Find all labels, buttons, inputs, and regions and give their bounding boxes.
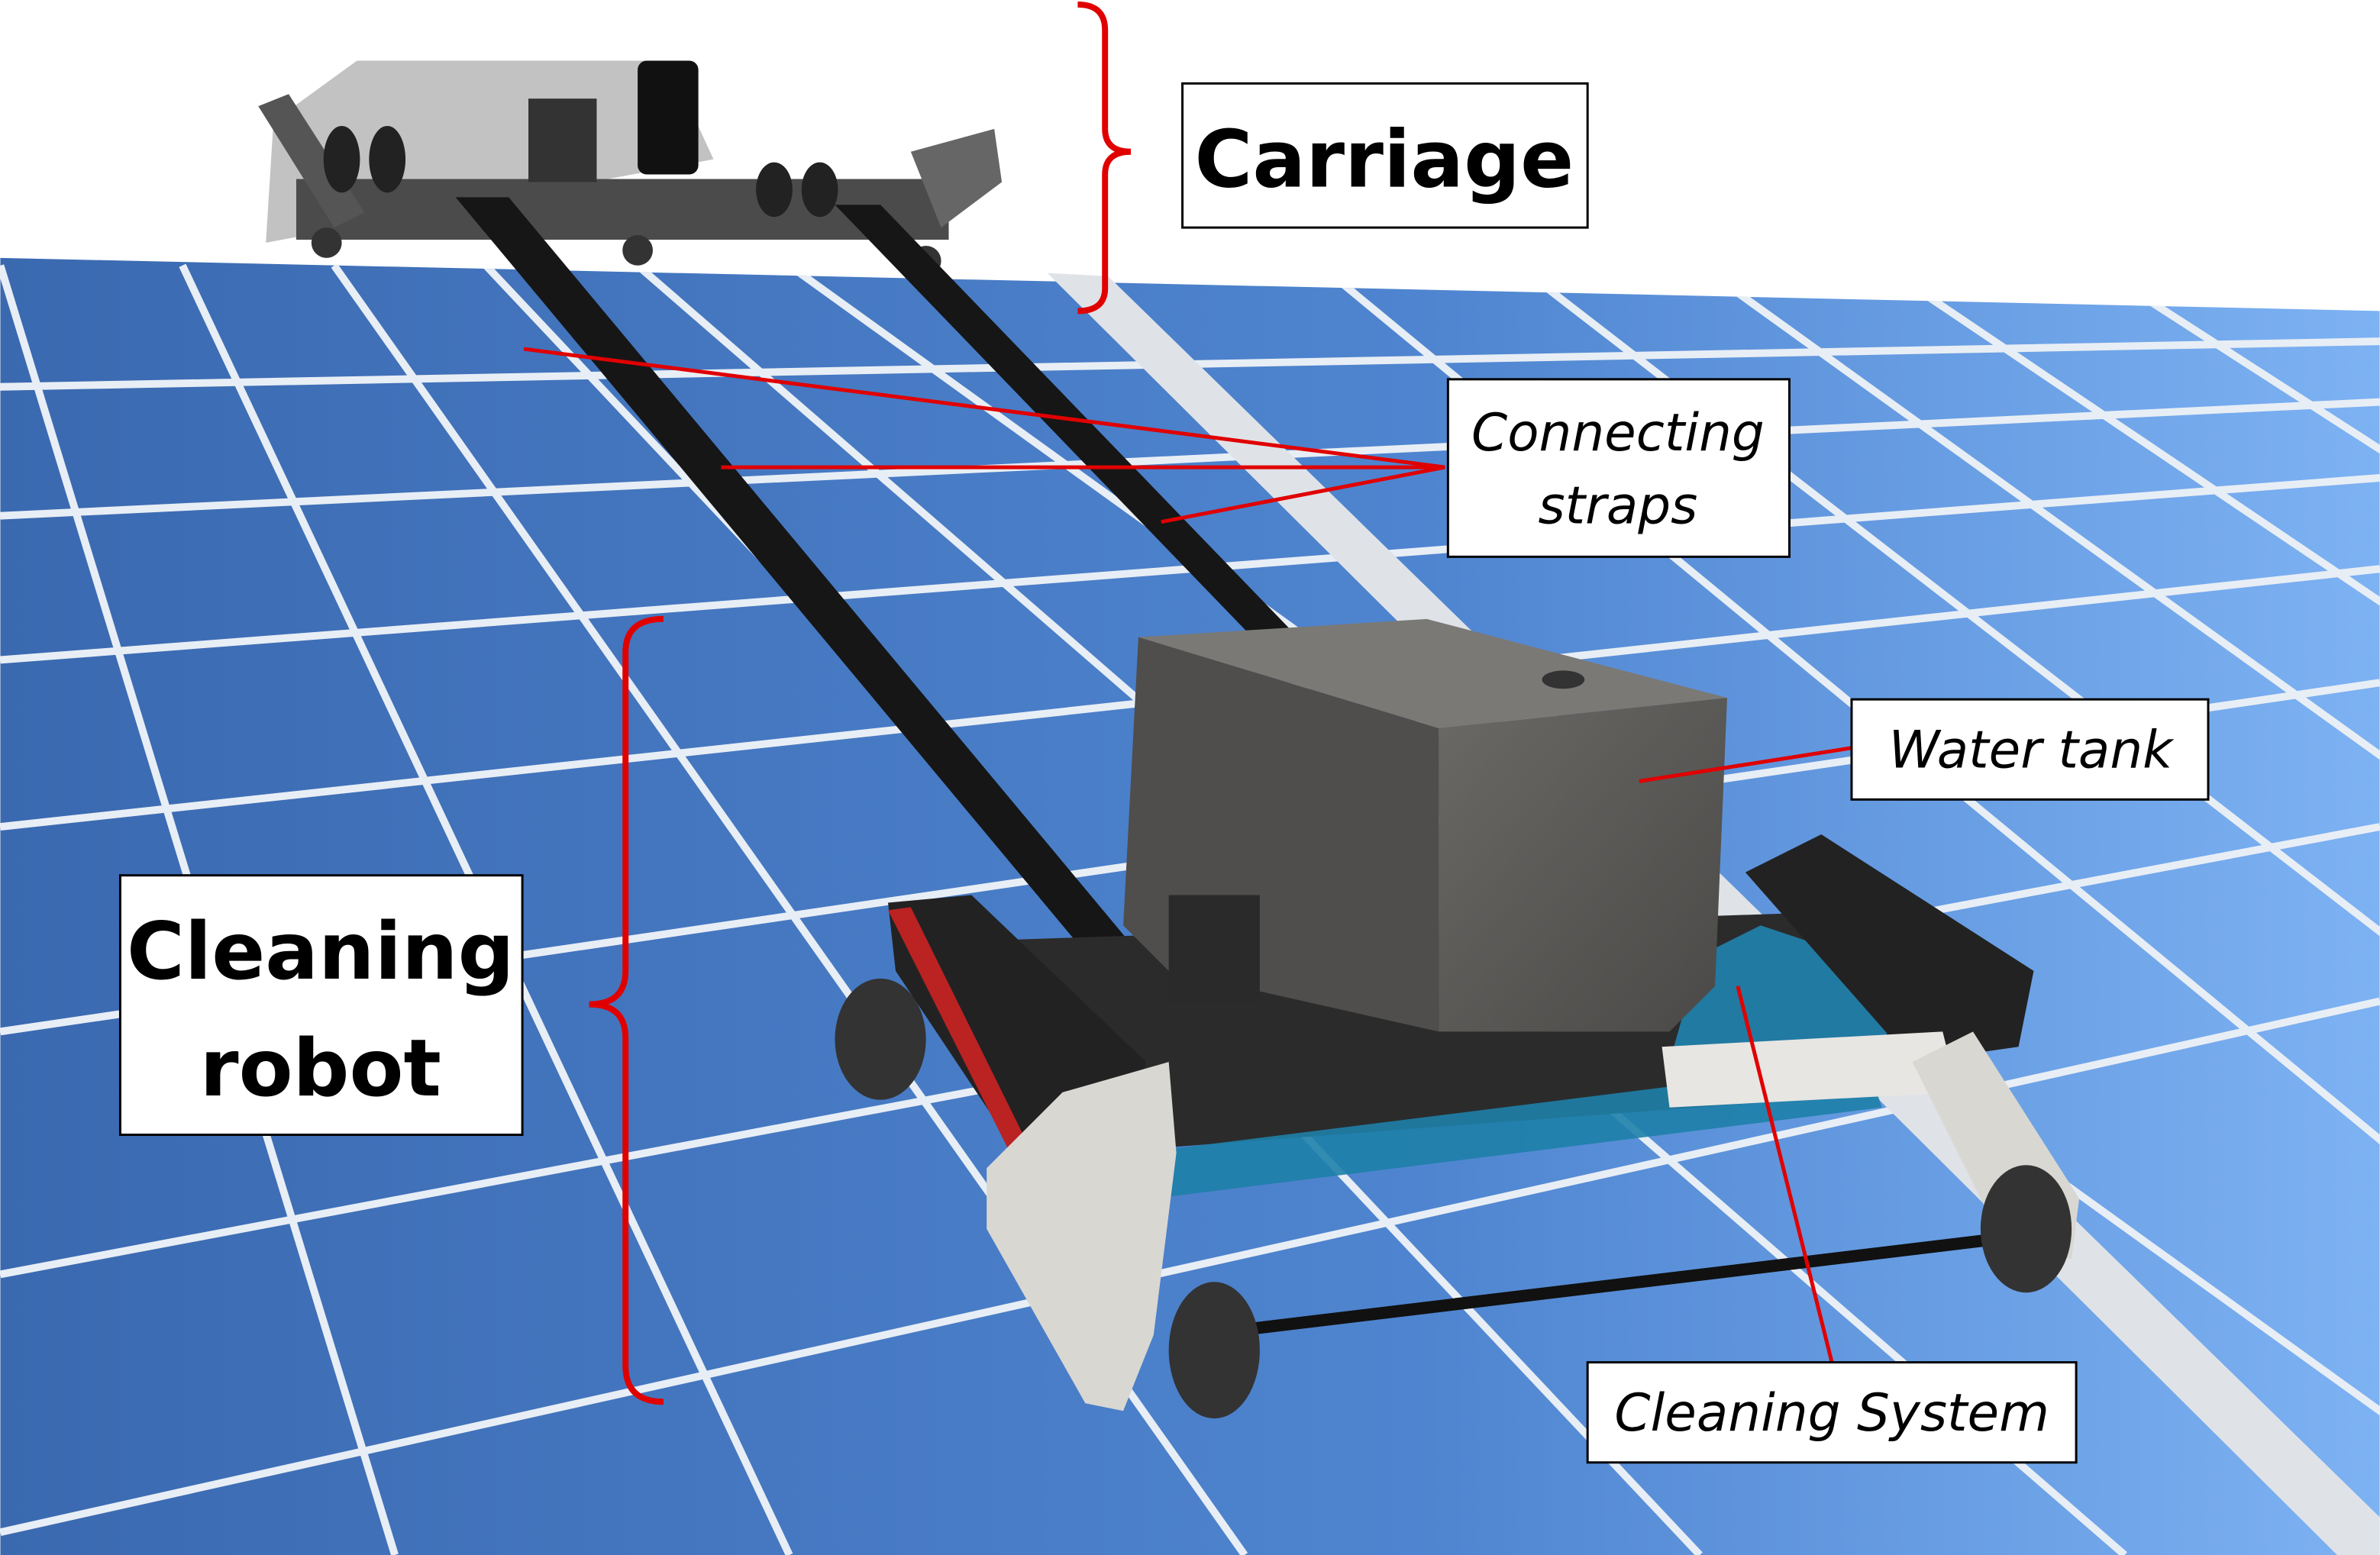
panel-grid-line [1697, 262, 2380, 1555]
connecting-straps [455, 197, 1298, 971]
label-cleaning-robot: Cleaning robot [118, 874, 524, 1137]
label-connecting-straps: Connecting straps [1446, 378, 1791, 558]
carriage-label-text: Carriage [1195, 114, 1574, 205]
cleaning-robot [835, 618, 2080, 1419]
carriage-brace [1077, 1, 1132, 315]
panel-grid-line [1879, 262, 2380, 1555]
panel-grid-line [0, 398, 2380, 520]
cleaning-system-label-text: Cleaning System [1614, 1382, 2049, 1443]
cleaning-robot-label-line2: robot [200, 1023, 441, 1115]
cleaning-robot-brace [589, 615, 664, 1405]
straps-label-line2: straps [1538, 476, 1697, 536]
panel-grid-line [1515, 262, 2380, 1555]
label-cleaning-system: Cleaning System [1586, 1361, 2078, 1464]
water-tank-label-text: Water tank [1889, 720, 2175, 780]
straps-label-line1: Connecting [1471, 402, 1765, 463]
label-carriage: Carriage [1181, 82, 1589, 229]
callout-lines [523, 347, 1852, 1363]
cleaning-robot-label-line1: Cleaning [127, 906, 515, 998]
label-water-tank: Water tank [1850, 698, 2210, 801]
